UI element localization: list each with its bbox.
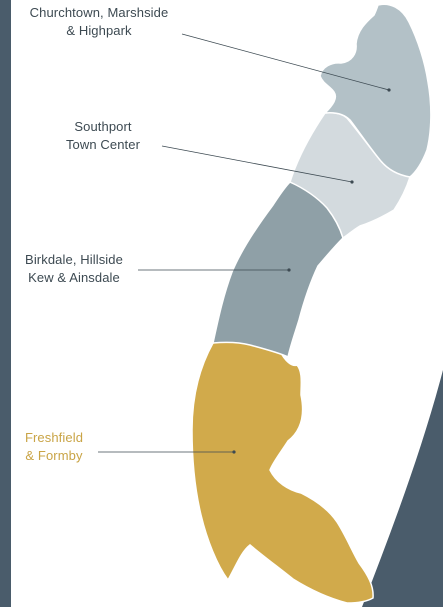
- label-birkdale-line2: Kew & Ainsdale: [28, 270, 120, 285]
- label-freshfield-line2: & Formby: [25, 448, 83, 463]
- region-churchtown-marshside[interactable]: [319, 3, 432, 178]
- label-churchtown-marshside[interactable]: Churchtown, Marshside & Highpark: [20, 4, 178, 40]
- label-birkdale-hillside[interactable]: Birkdale, Hillside Kew & Ainsdale: [14, 251, 134, 287]
- label-southport-town-center[interactable]: Southport Town Center: [48, 118, 158, 154]
- label-southport-line2: Town Center: [65, 137, 141, 152]
- leader-line-southport: [161, 145, 353, 183]
- label-southport-line1: Southport: [74, 119, 132, 134]
- leader-dot-southport: [350, 180, 354, 184]
- leader-dot-churchtown: [387, 88, 391, 92]
- leader-dot-freshfield: [232, 450, 236, 454]
- label-churchtown-line2: & Highpark: [66, 23, 132, 38]
- label-birkdale-line1: Birkdale, Hillside: [25, 252, 123, 267]
- leader-dot-birkdale: [287, 268, 291, 272]
- frame-left-strip: [0, 0, 11, 607]
- region-birkdale-hillside[interactable]: [212, 181, 345, 359]
- region-freshfield-formby[interactable]: [191, 340, 374, 604]
- label-freshfield-line1: Freshfield: [24, 430, 84, 445]
- label-churchtown-line1: Churchtown, Marshside: [29, 5, 169, 20]
- leader-line-churchtown: [181, 33, 390, 91]
- frame-corner-wedge: [362, 370, 443, 607]
- label-freshfield-formby[interactable]: Freshfield & Formby: [14, 429, 94, 465]
